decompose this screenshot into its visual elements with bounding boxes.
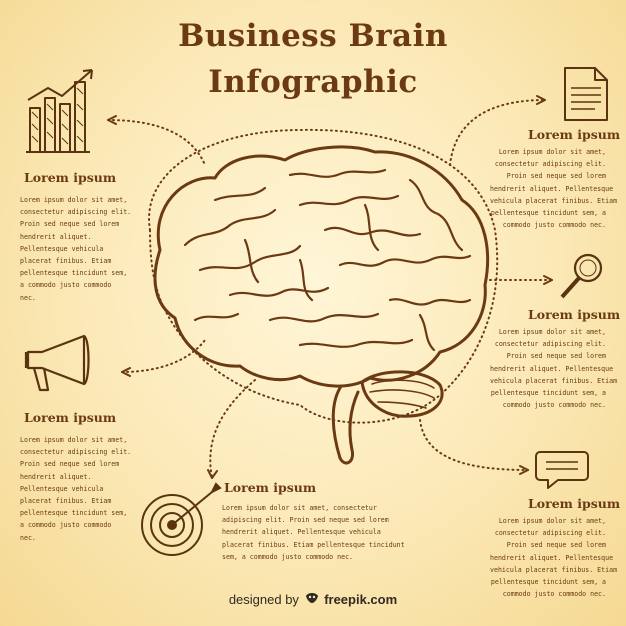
cerebellum (360, 370, 444, 418)
speech-bubble-icon (535, 451, 589, 489)
freepik-logo-icon (305, 592, 319, 607)
brain-stem (331, 386, 360, 465)
connector-chart (107, 119, 206, 166)
footer-credit: designed by freepik.com (0, 592, 626, 607)
connector-target (209, 379, 256, 479)
footer-brand[interactable]: freepik.com (324, 592, 398, 607)
connector-megaphone (121, 339, 206, 373)
connector-document (449, 99, 546, 166)
magnifier-icon (560, 253, 603, 299)
megaphone-section-heading: Lorem ipsum (24, 410, 117, 425)
bar-chart-icon (26, 69, 93, 153)
document-section-heading: Lorem ipsum (528, 127, 621, 142)
chart-section-body: Lorem ipsum dolor sit amet, consectetur … (20, 196, 132, 302)
brain-dotted-outline (148, 128, 499, 424)
target-icon (141, 482, 222, 556)
brain-outline (153, 145, 490, 388)
target-section-body: Lorem ipsum dolor sit amet, consectetur … (222, 504, 405, 561)
chat-section-body: Lorem ipsum dolor sit amet, consectetur … (490, 517, 618, 599)
chart-section-heading: Lorem ipsum (24, 170, 117, 185)
magnifier-section-heading: Lorem ipsum (528, 307, 621, 322)
title-line-2: Infographic (208, 64, 418, 100)
document-section-body: Lorem ipsum dolor sit amet, consectetur … (490, 148, 618, 230)
document-icon (564, 67, 608, 121)
megaphone-section-body: Lorem ipsum dolor sit amet, consectetur … (20, 436, 132, 542)
magnifier-section-body: Lorem ipsum dolor sit amet, consectetur … (490, 328, 618, 410)
connector-chat (419, 419, 529, 471)
megaphone-icon (24, 334, 90, 392)
target-section-heading: Lorem ipsum (224, 480, 317, 495)
title-line-1: Business Brain (178, 18, 448, 54)
chat-section-heading: Lorem ipsum (528, 496, 621, 511)
footer-prefix: designed by (228, 592, 299, 607)
